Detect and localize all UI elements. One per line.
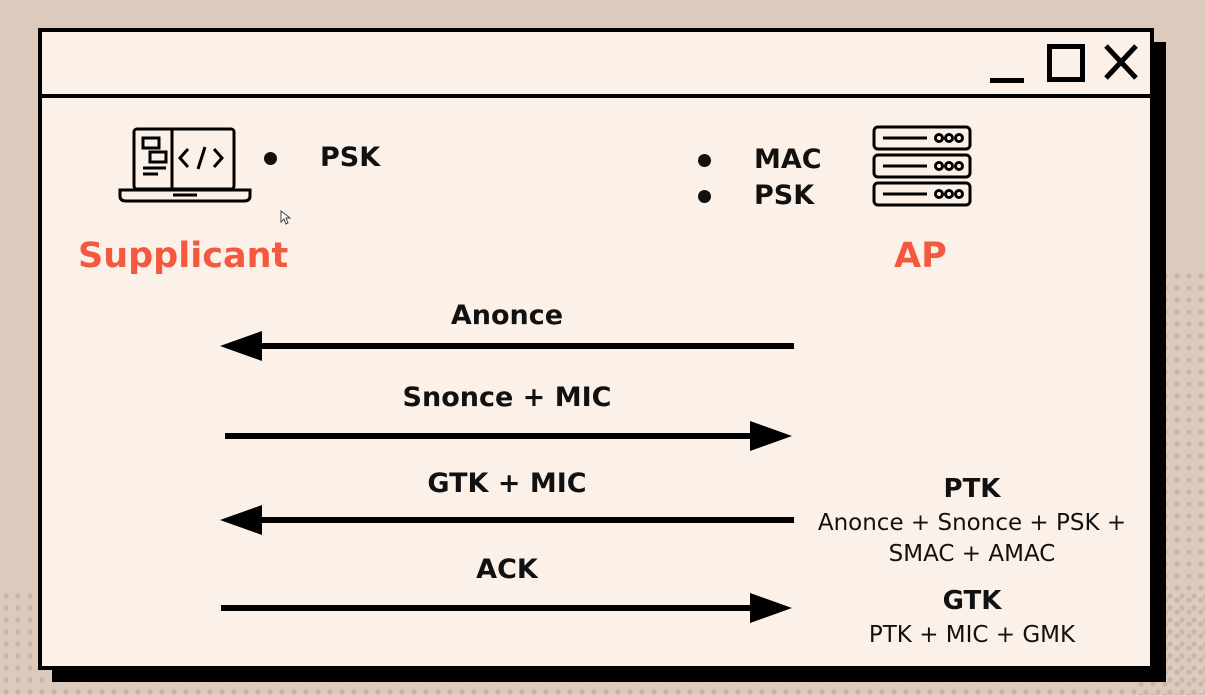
maximize-icon[interactable] bbox=[1047, 44, 1085, 82]
supplicant-label: Supplicant bbox=[78, 236, 289, 276]
supplicant-psk-label: PSK bbox=[320, 142, 381, 173]
ap-mac-label: MAC bbox=[754, 144, 822, 175]
arrow-right-icon bbox=[221, 593, 792, 623]
close-icon[interactable] bbox=[1104, 44, 1138, 80]
handshake-diagram: PSK Supplicant bbox=[42, 32, 1150, 666]
ptk-title: PTK bbox=[943, 474, 1001, 504]
ap-label: AP bbox=[894, 236, 947, 276]
message-label-anonce: Anonce bbox=[450, 300, 564, 331]
ptk-formula-line-1: Anonce + Snonce + PSK + bbox=[817, 510, 1127, 536]
ptk-formula-line-2: SMAC + AMAC bbox=[888, 541, 1056, 567]
message-label-gtk-mic: GTK + MIC bbox=[427, 468, 587, 499]
bullet-icon bbox=[698, 154, 711, 167]
diagram-window: PSK Supplicant bbox=[38, 28, 1154, 670]
message-label-snonce-mic: Snonce + MIC bbox=[402, 382, 612, 413]
arrow-left-icon bbox=[220, 505, 794, 535]
bullet-icon bbox=[698, 190, 711, 203]
gtk-title: GTK bbox=[942, 586, 1002, 616]
gtk-formula: PTK + MIC + GMK bbox=[868, 622, 1076, 648]
laptop-code-icon bbox=[118, 127, 252, 203]
server-icon bbox=[872, 125, 972, 207]
arrow-left-icon bbox=[220, 331, 794, 361]
minimize-icon[interactable] bbox=[990, 78, 1024, 83]
window-titlebar bbox=[42, 32, 1150, 98]
message-label-ack: ACK bbox=[476, 554, 538, 585]
bullet-icon bbox=[264, 152, 277, 165]
mouse-pointer-icon bbox=[280, 210, 292, 225]
arrow-right-icon bbox=[225, 421, 792, 451]
ap-psk-label: PSK bbox=[754, 180, 815, 211]
